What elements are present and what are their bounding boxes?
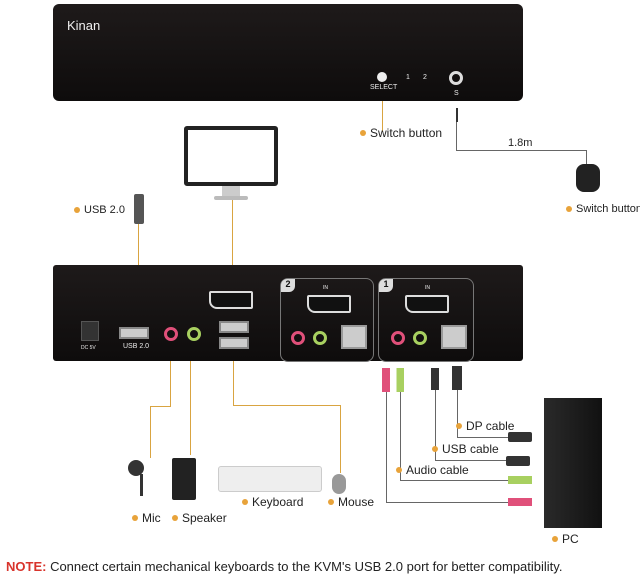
led-1-label: 1 [406,74,410,81]
mouse-icon [332,474,346,494]
speaker-jack [313,331,327,345]
mic-jack [291,331,305,345]
brand-logo: Kinan [67,18,101,33]
dp-in-port [307,295,351,313]
dp-cable-plug [452,366,462,390]
usb-hub-port-2 [219,337,249,349]
monitor-icon [184,126,278,186]
kvm-front-unit: Kinan SELECT 1 2 S [53,4,523,101]
power-label: DC 5V [81,345,96,351]
s-label: S [454,90,459,97]
usb20-callout: USB 2.0 [74,204,125,216]
kvm-rear-unit: DC 5V USB 2.0 2 IN 1 IN [53,265,523,362]
keyboard-icon [218,466,322,492]
switch-button-callout: Switch button [360,126,442,140]
in-label: IN [425,285,430,291]
note-prefix: NOTE: [6,559,47,574]
port-number-2: 2 [281,279,295,292]
in-label: IN [323,285,328,291]
usb-drive-icon [134,194,144,224]
usb-b-port [341,325,367,349]
speaker-jack [413,331,427,345]
usb-hub-port-1 [219,321,249,333]
audio-plugs [382,368,408,392]
usb-cable-plug [431,368,439,390]
keyboard-callout: Keyboard [242,495,303,509]
select-button[interactable] [377,72,387,82]
remote-switch-icon [576,164,600,192]
mic-icon [128,460,144,476]
select-label: SELECT [370,84,398,91]
led-2-label: 2 [423,74,427,81]
usb-b-port [441,325,467,349]
port-group-1: 1 IN [378,278,474,362]
cable-length: 1.8m [508,137,533,149]
usb20-port-label: USB 2.0 [123,343,150,350]
dp-in-port [405,295,449,313]
usb20-port [119,327,149,339]
pc-callout: PC [552,532,579,546]
mic-jack [391,331,405,345]
port-number-1: 1 [379,279,393,292]
note-text: Connect certain mechanical keyboards to … [46,559,563,574]
port-group-2: 2 IN [280,278,374,362]
speaker-icon [172,458,196,500]
usb-cable-callout: USB cable [432,442,499,456]
speaker-jack [187,327,201,341]
mouse-callout: Mouse [328,495,374,509]
audio-cable-callout: Audio cable [396,463,469,477]
pc-tower-icon [544,398,602,528]
remote-port [449,71,463,85]
dp-cable-callout: DP cable [456,419,514,433]
remote-switch-callout: Switch button [566,203,640,215]
dp-out-port [209,291,253,309]
power-port [81,321,99,341]
mic-callout: Mic [132,511,161,525]
mic-jack [164,327,178,341]
compatibility-note: NOTE: Connect certain mechanical keyboar… [6,559,562,574]
speaker-callout: Speaker [172,511,227,525]
